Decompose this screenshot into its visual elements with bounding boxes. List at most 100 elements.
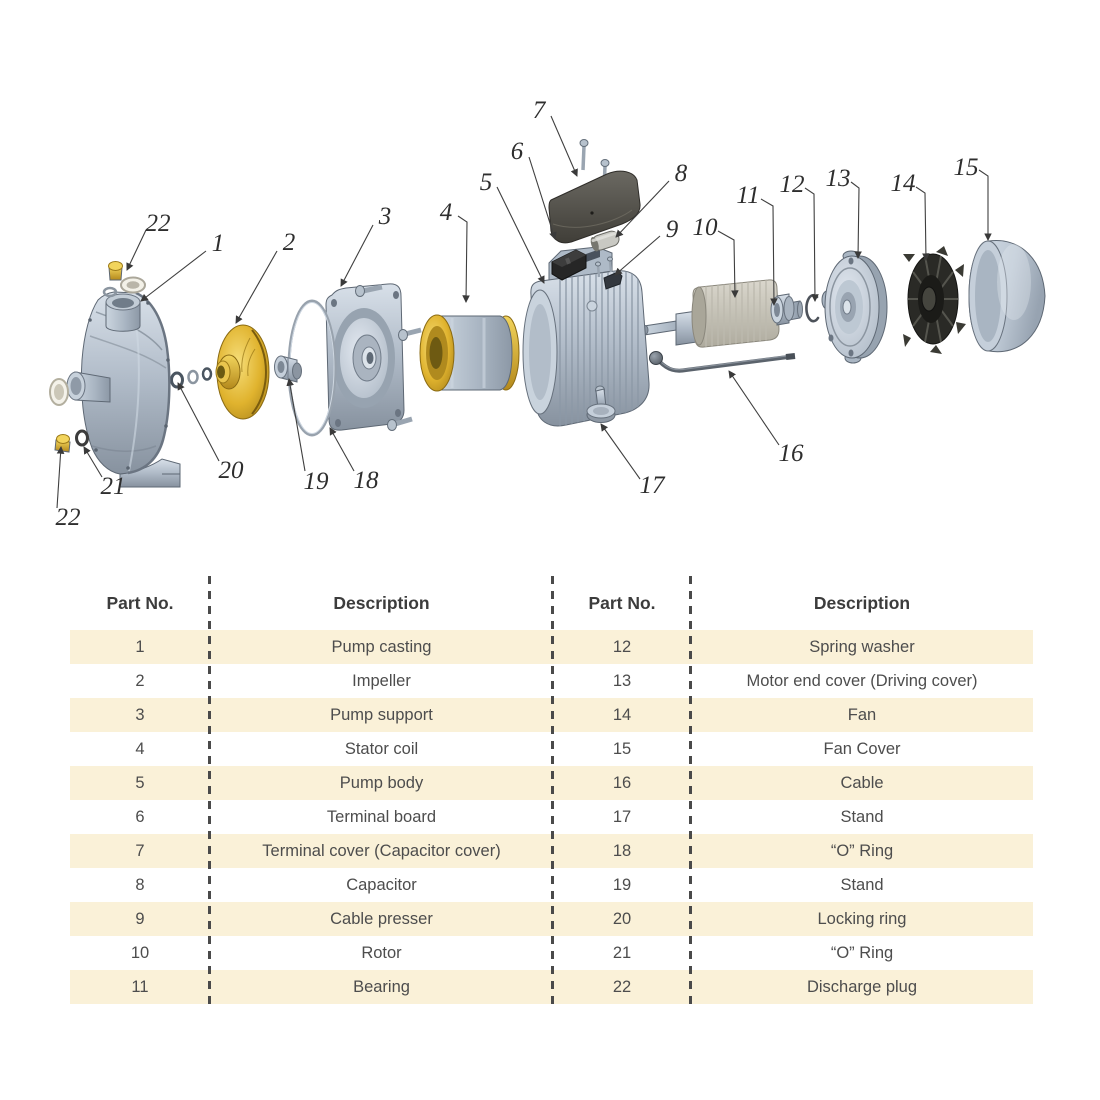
callout-leader-line <box>528 156 557 240</box>
callout-label: 14 <box>891 170 916 197</box>
part-no-cell: 5 <box>135 773 145 792</box>
callout-label: 20 <box>219 457 245 484</box>
part-fan <box>903 246 966 354</box>
part-fan-cover <box>968 240 1046 353</box>
callout-leader-line <box>760 198 778 306</box>
description-cell: Stand <box>840 807 884 826</box>
part-cable <box>649 351 796 373</box>
description-cell: Capacitor <box>346 875 417 894</box>
callout-leader-line <box>804 187 819 302</box>
callout-label: 13 <box>826 165 851 192</box>
callout-label: 17 <box>640 472 667 499</box>
callout-label: 12 <box>780 171 805 198</box>
part-stator-coil <box>419 314 520 392</box>
part-no-cell: 13 <box>612 671 632 690</box>
description-cell: “O” Ring <box>830 841 894 860</box>
description-cell: Spring washer <box>809 637 915 656</box>
callout-leader-line <box>83 446 103 478</box>
part-terminal-board <box>551 249 587 281</box>
description-cell: Impeller <box>352 671 411 690</box>
table-row: 10 Rotor 21 “O” Ring <box>70 936 1033 970</box>
description-cell: Cable presser <box>330 909 433 928</box>
callout-leader-line <box>286 378 306 472</box>
callout-leader-line <box>457 215 470 303</box>
part-seal-bushing <box>274 355 302 383</box>
callout-leader-line <box>915 186 930 261</box>
callout-leader-line <box>600 423 641 480</box>
part-motor-end-cover <box>821 250 888 364</box>
description-cell: Fan Cover <box>823 739 901 758</box>
description-cell: Rotor <box>361 943 402 962</box>
table-row: 6 Terminal board 17 Stand <box>70 800 1033 834</box>
callout-leader-line <box>235 250 278 324</box>
callout-leader-line <box>550 115 578 177</box>
dashed-separator <box>689 576 692 1004</box>
callout-leader-line <box>177 382 220 462</box>
description-cell: Motor end cover (Driving cover) <box>746 671 978 690</box>
header-description-left: Description <box>333 592 430 613</box>
part-no-cell: 14 <box>612 705 632 724</box>
callout-leader-line <box>340 224 374 287</box>
part-discharge-plug-bottom <box>54 434 71 453</box>
part-no-cell: 4 <box>135 739 145 758</box>
part-no-cell: 3 <box>135 705 145 724</box>
parts-table: Part No. Description Part No. Descriptio… <box>70 576 1033 1004</box>
callout-label: 7 <box>533 97 547 124</box>
part-no-cell: 17 <box>612 807 632 826</box>
callout-label: 8 <box>675 160 688 187</box>
part-bearing <box>770 293 795 326</box>
header-part-no-left: Part No. <box>106 592 174 613</box>
header-description-right: Description <box>813 592 911 613</box>
callout-label: 18 <box>354 467 380 494</box>
callout-leader-line <box>614 235 661 276</box>
description-cell: Terminal board <box>326 807 437 826</box>
callout-leader-line <box>140 250 207 302</box>
description-cell: Stator coil <box>344 739 419 758</box>
table-header-row: Part No. Description Part No. Descriptio… <box>70 576 1033 630</box>
callout-label: 22 <box>146 210 171 237</box>
callout-leader-line <box>850 181 862 259</box>
callout-label: 15 <box>954 154 979 181</box>
part-o-ring-small <box>75 429 89 447</box>
part-impeller <box>215 324 270 420</box>
part-no-cell: 22 <box>612 977 632 996</box>
part-no-cell: 21 <box>612 943 632 962</box>
part-pump-support <box>325 283 422 431</box>
description-cell: Pump body <box>339 773 424 792</box>
part-discharge-plug-top <box>102 261 146 298</box>
part-no-cell: 1 <box>135 637 145 656</box>
header-part-no-right: Part No. <box>588 592 656 613</box>
description-cell: Pump casting <box>331 637 432 656</box>
part-no-cell: 11 <box>131 977 149 996</box>
description-cell: Pump support <box>330 705 433 724</box>
part-no-cell: 20 <box>612 909 632 928</box>
dashed-separator <box>208 576 211 1004</box>
part-no-cell: 6 <box>135 807 145 826</box>
part-no-cell: 16 <box>612 773 632 792</box>
callout-leader-line <box>978 169 992 241</box>
dashed-separator <box>551 576 554 1004</box>
part-rotor <box>641 279 803 348</box>
callout-label: 22 <box>56 504 81 531</box>
part-spring-washer <box>805 293 820 323</box>
part-locking-ring-set <box>170 367 213 389</box>
callout-leader-line <box>717 230 739 298</box>
callout-label: 21 <box>101 473 126 500</box>
callout-leader-line <box>329 427 355 472</box>
callout-label: 5 <box>480 169 493 196</box>
callout-label: 4 <box>440 199 453 226</box>
callout-label: 19 <box>304 468 330 495</box>
part-no-cell: 10 <box>130 943 150 962</box>
callout-label: 6 <box>511 138 524 165</box>
description-cell: “O” Ring <box>830 943 894 962</box>
callout-label: 2 <box>283 229 296 256</box>
part-pump-body <box>522 246 650 427</box>
callout-label: 16 <box>779 440 805 467</box>
description-cell: Locking ring <box>817 909 907 928</box>
callout-label: 1 <box>212 230 225 257</box>
callout-leader-line <box>126 229 147 271</box>
part-no-cell: 7 <box>135 841 145 860</box>
description-cell: Bearing <box>353 977 410 996</box>
